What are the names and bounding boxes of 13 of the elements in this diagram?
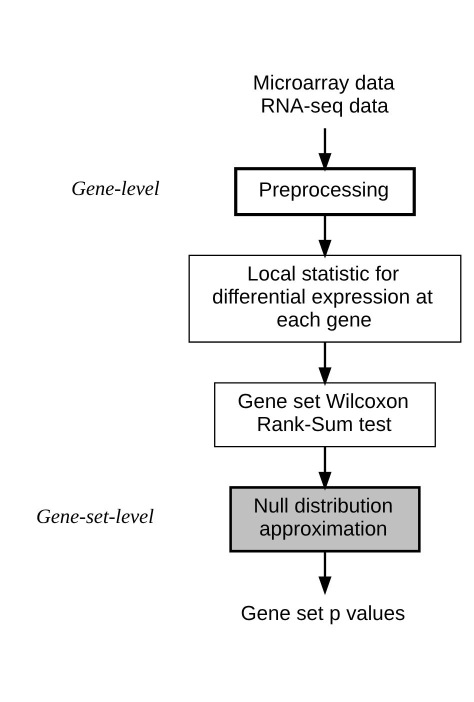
arrow — [318, 446, 332, 491]
arrow — [318, 552, 332, 596]
node-text: Gene set p values — [240, 602, 406, 625]
arrow — [318, 215, 332, 258]
node-text: Microarray data RNA-seq data — [252, 72, 395, 118]
arrow — [318, 128, 332, 172]
node-box: Null distribution approximation — [229, 486, 421, 552]
arrow — [318, 342, 332, 386]
node-box: Gene set Wilcoxon Rank-Sum test — [214, 382, 436, 448]
node-box: Local statistic for differential expression at each gene — [188, 254, 462, 343]
label: Gene-set-level — [36, 506, 154, 528]
label: Gene-level — [71, 178, 160, 200]
node-box: Preprocessing — [234, 167, 416, 216]
